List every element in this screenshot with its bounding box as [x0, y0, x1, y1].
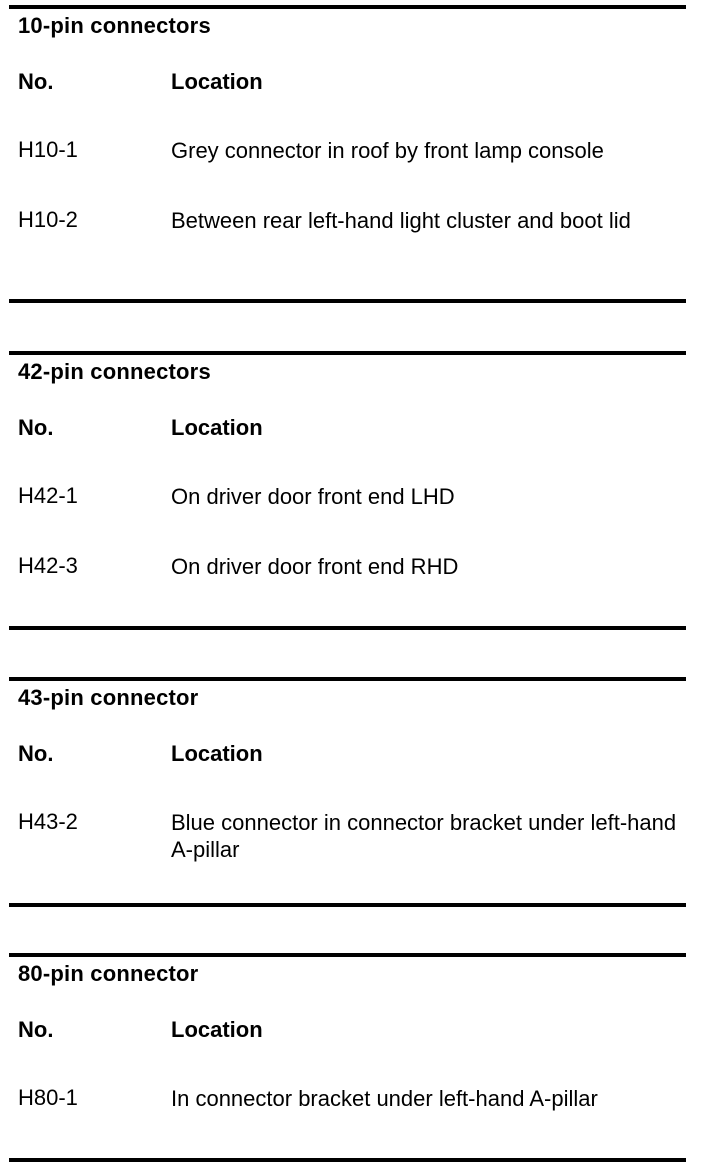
- column-header-location: Location: [171, 741, 263, 766]
- connector-location: On driver door front end RHD: [171, 554, 459, 579]
- column-header-location: Location: [171, 415, 263, 440]
- connector-number: H42-3: [18, 553, 78, 578]
- connector-table-10-pin: 10-pin connectors No. Location H10-1 Gre…: [9, 5, 686, 303]
- connector-table-80-pin: 80-pin connector No. Location H80-1 In c…: [9, 953, 686, 1162]
- column-header-no: No.: [18, 69, 54, 94]
- section-title: 43-pin connector: [18, 685, 199, 710]
- connector-location: Between rear left-hand light cluster and…: [171, 208, 631, 233]
- connector-table-43-pin: 43-pin connector No. Location H43-2 Blue…: [9, 677, 686, 907]
- connector-number: H43-2: [18, 809, 78, 834]
- column-header-no: No.: [18, 1017, 54, 1042]
- section-title: 80-pin connector: [18, 961, 199, 986]
- column-header-location: Location: [171, 1017, 263, 1042]
- connector-number: H80-1: [18, 1085, 78, 1110]
- connector-table-42-pin: 42-pin connectors No. Location H42-1 On …: [9, 351, 686, 630]
- column-header-no: No.: [18, 741, 54, 766]
- connector-number: H10-2: [18, 207, 78, 232]
- column-header-no: No.: [18, 415, 54, 440]
- column-header-location: Location: [171, 69, 263, 94]
- section-title: 10-pin connectors: [18, 13, 211, 38]
- connector-location: On driver door front end LHD: [171, 484, 455, 509]
- connector-location: Grey connector in roof by front lamp con…: [171, 138, 604, 163]
- section-title: 42-pin connectors: [18, 359, 211, 384]
- connector-location: Blue connector in connector bracket unde…: [171, 810, 677, 862]
- connector-location: In connector bracket under left-hand A-p…: [171, 1086, 598, 1111]
- connector-number: H42-1: [18, 483, 78, 508]
- connector-number: H10-1: [18, 137, 78, 162]
